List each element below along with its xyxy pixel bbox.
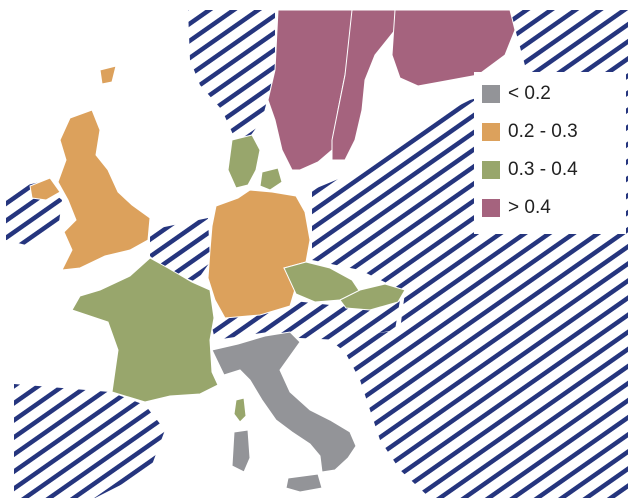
legend-item: 0.2 - 0.3	[482, 120, 578, 144]
legend-swatch-purple	[482, 199, 500, 217]
country-germany	[207, 189, 311, 319]
country-uk	[57, 109, 151, 271]
country-france	[71, 257, 219, 403]
hatched-alps	[210, 300, 400, 340]
country-denmark-islands	[259, 167, 283, 191]
country-denmark	[227, 134, 261, 189]
country-italy-sardinia	[231, 429, 251, 473]
country-uk-orkney	[99, 65, 117, 85]
legend-swatch-orange	[482, 123, 500, 141]
countries	[29, 9, 516, 493]
legend-label: < 0.2	[508, 83, 551, 104]
country-uk-northern-ireland	[29, 177, 61, 201]
hatched-russia-north	[510, 10, 628, 88]
hatched-north-sea-coast	[188, 10, 275, 150]
legend-label: 0.3 - 0.4	[508, 159, 578, 180]
hatched-iberia	[14, 384, 165, 498]
legend-item: 0.3 - 0.4	[482, 158, 578, 182]
legend-swatch-gray	[482, 85, 500, 103]
legend-swatch-green	[482, 161, 500, 179]
legend-item: > 0.4	[482, 196, 551, 220]
country-slovakia	[339, 283, 406, 311]
legend: < 0.2 0.2 - 0.3 0.3 - 0.4 > 0.4	[474, 72, 626, 234]
country-italy	[211, 331, 357, 473]
legend-label: 0.2 - 0.3	[508, 121, 578, 142]
country-france-corsica	[233, 397, 247, 423]
country-finland	[391, 9, 516, 87]
country-italy-sicily	[285, 473, 323, 493]
legend-item: < 0.2	[482, 82, 551, 106]
legend-label: > 0.4	[508, 197, 551, 218]
